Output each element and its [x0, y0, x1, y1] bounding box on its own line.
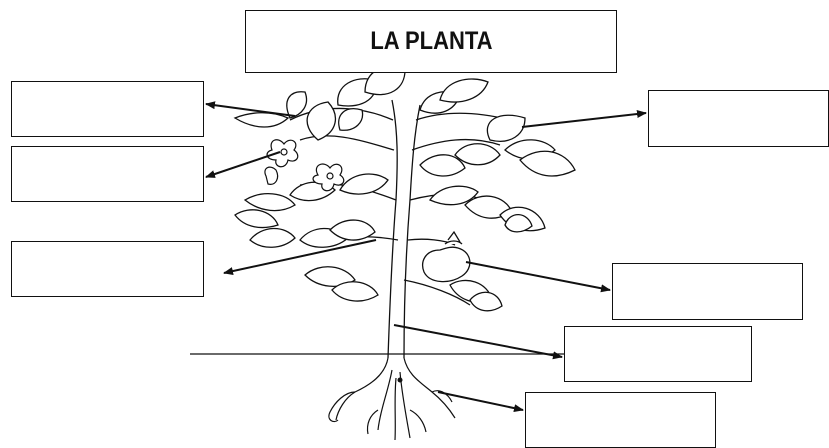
arrow-to-fruit — [466, 262, 610, 290]
label-box-stem[interactable] — [11, 241, 204, 297]
page-title: LA PLANTA — [370, 27, 492, 56]
label-box-trunk[interactable] — [564, 326, 752, 382]
arrow-to-stem — [224, 240, 376, 273]
label-box-root[interactable] — [525, 392, 716, 448]
title-box: LA PLANTA — [245, 10, 617, 73]
label-box-leaf-right[interactable] — [648, 90, 829, 147]
arrow-to-leaf-right — [522, 113, 646, 127]
label-box-flower[interactable] — [11, 146, 204, 202]
arrow-to-root — [438, 392, 523, 410]
label-box-leaf-left[interactable] — [11, 81, 204, 137]
label-box-fruit[interactable] — [612, 263, 803, 320]
arrow-to-trunk — [394, 325, 562, 357]
plant-flowers — [265, 140, 344, 191]
plant-roots — [329, 358, 455, 440]
